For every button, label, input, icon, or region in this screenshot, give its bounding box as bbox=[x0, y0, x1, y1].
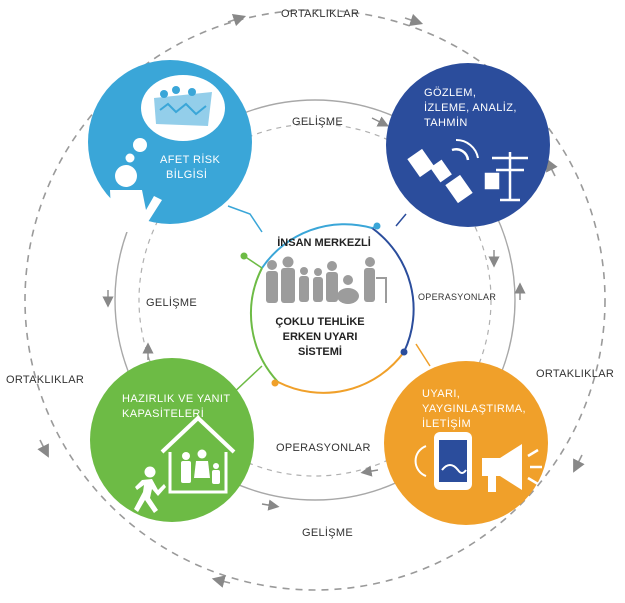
running-person-icon bbox=[134, 466, 166, 513]
inner-ring-bottom-label: GELİŞME bbox=[302, 527, 354, 539]
outer-ring-right-label: ORTAKLIKLAR bbox=[536, 368, 615, 380]
monitoring-label-2: İZLEME, ANALİZ, bbox=[424, 102, 517, 114]
center-title: İNSAN MERKEZLİ bbox=[277, 237, 371, 249]
monitoring-label-3: TAHMİN bbox=[424, 117, 468, 129]
inner-ring bbox=[114, 99, 516, 501]
outer-ring bbox=[24, 9, 606, 591]
inner-ring-right-label: OPERASYONLAR bbox=[418, 292, 497, 302]
preparedness-label-1: HAZIRLIK VE YANIT bbox=[122, 393, 231, 405]
satellite-icon bbox=[407, 138, 479, 204]
center-line3: SİSTEMİ bbox=[297, 346, 342, 358]
family-house-icon bbox=[160, 415, 236, 494]
megaphone-icon bbox=[482, 444, 542, 492]
thinking-person-with-map-bubble-icon bbox=[110, 75, 225, 232]
inner-dashed-ring bbox=[138, 123, 492, 477]
outer-ring-top-label: ORTAKLIKLAR bbox=[281, 8, 360, 20]
preparedness-label-2: KAPASİTELERİ bbox=[122, 408, 205, 420]
risk-label-2: BİLGİSİ bbox=[166, 169, 208, 181]
outer-ring-left-label: ORTAKLIKLAR bbox=[6, 374, 85, 386]
center-line2: ERKEN UYARI bbox=[282, 331, 358, 343]
smartphone-alert-icon bbox=[414, 432, 472, 490]
outer-ring-arrows bbox=[37, 13, 585, 588]
warning-label-3: İLETİŞİM bbox=[422, 418, 472, 430]
inner-ring-left-label: GELİŞME bbox=[146, 297, 198, 309]
inner-ring-top-label: GELİŞME bbox=[292, 116, 344, 128]
risk-label-1: AFET RİSK bbox=[160, 154, 221, 166]
monitoring-label-1: GÖZLEM, bbox=[424, 87, 477, 99]
weather-station-icon bbox=[484, 152, 528, 202]
people-group-icon bbox=[266, 256, 387, 304]
inner-ring-bottom-inner-label: OPERASYONLAR bbox=[276, 442, 371, 454]
warning-label-1: UYARI, bbox=[422, 388, 461, 400]
center-line1: ÇOKLU TEHLİKE bbox=[275, 316, 365, 328]
warning-label-2: YAYGINLAŞTIRMA, bbox=[422, 403, 527, 415]
